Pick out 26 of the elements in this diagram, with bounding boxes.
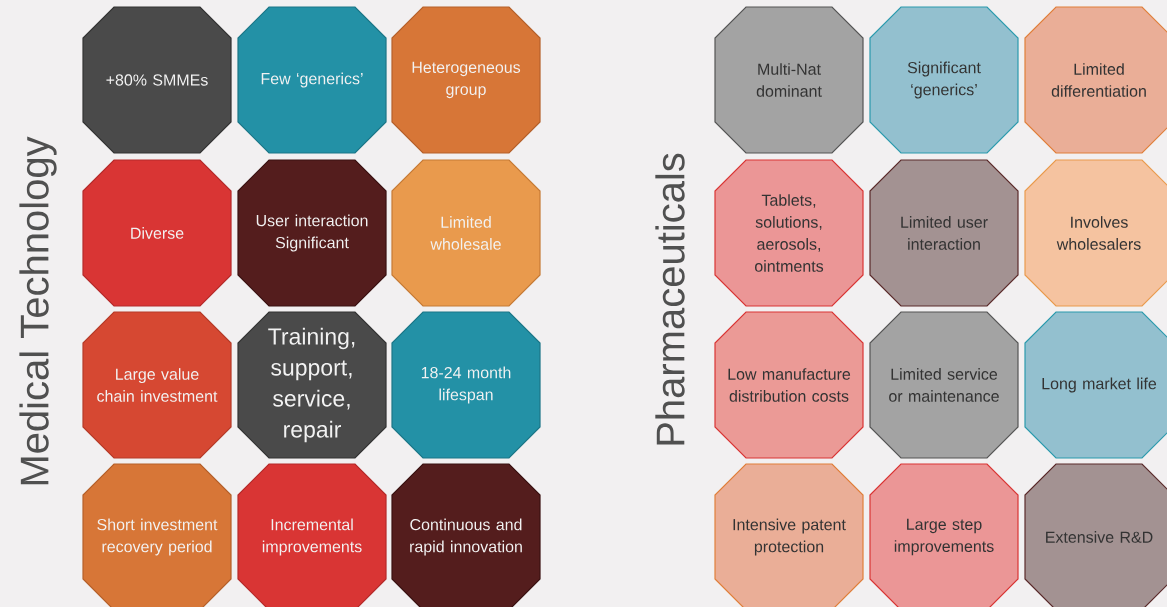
octagon: Large step improvements: [869, 463, 1019, 607]
octagon: Involves wholesalers: [1024, 159, 1167, 307]
octagon: Training, support, service, repair: [237, 311, 387, 459]
octagon: Low manufacture distribution costs: [714, 311, 864, 459]
section-title: Medical Technology: [19, 136, 57, 485]
octagon: Multi-Nat dominant: [714, 6, 864, 154]
octagon: User interaction Significant: [237, 159, 387, 307]
octagon: Limited service or maintenance: [869, 311, 1019, 459]
octagon: Heterogeneous group: [391, 6, 541, 154]
octagon: Long market life: [1024, 311, 1167, 459]
octagon: Limited wholesale: [391, 159, 541, 307]
octagon: Incremental improvements: [237, 463, 387, 607]
octagon: Short investment recovery period: [82, 463, 232, 607]
octagon: Limited user interaction: [869, 159, 1019, 307]
octagon: Intensive patent protection: [714, 463, 864, 607]
octagon: Continuous and rapid innovation: [391, 463, 541, 607]
octagon: Extensive R&D: [1024, 463, 1167, 607]
section-title: Pharmaceuticals: [655, 153, 685, 445]
octagon: 18-24 month lifespan: [391, 311, 541, 459]
octagon: Tablets, solutions, aerosols, ointments: [714, 159, 864, 307]
octagon: +80% SMMEs: [82, 6, 232, 154]
octagon: Large value chain investment: [82, 311, 232, 459]
octagon: Few ‘generics’: [237, 6, 387, 154]
octagon: Significant ‘generics’: [869, 6, 1019, 154]
octagon: Limited differentiation: [1024, 6, 1167, 154]
octagon: Diverse: [82, 159, 232, 307]
